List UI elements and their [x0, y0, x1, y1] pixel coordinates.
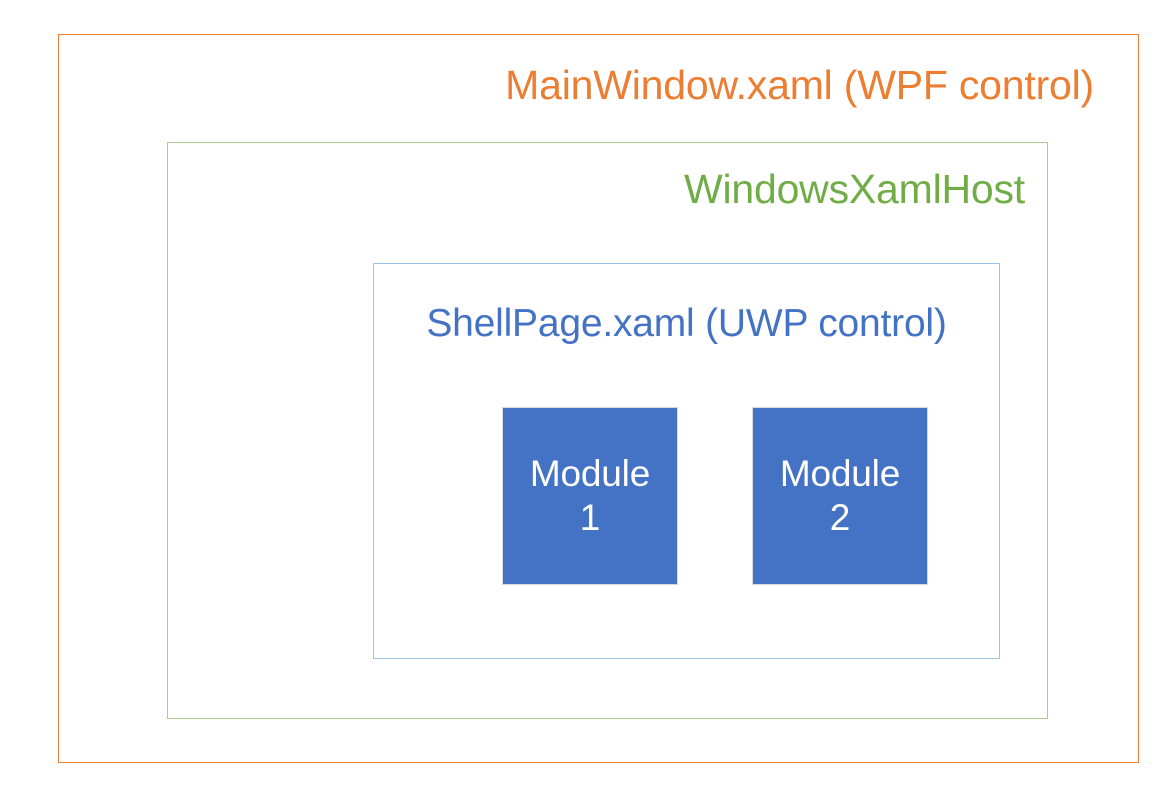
windowsxamlhost-container: WindowsXamlHost ShellPage.xaml (UWP cont…	[167, 142, 1048, 719]
module-1-name: Module	[529, 453, 651, 495]
wpf-mainwindow-label: MainWindow.xaml (WPF control)	[505, 62, 1094, 108]
module-box-1[interactable]: Module 1	[502, 407, 678, 585]
windowsxamlhost-label: WindowsXamlHost	[683, 166, 1025, 212]
module-1-number: 1	[579, 497, 601, 538]
wpf-mainwindow-container: MainWindow.xaml (WPF control) WindowsXam…	[58, 34, 1139, 763]
shellpage-label: ShellPage.xaml (UWP control)	[426, 302, 947, 345]
module-2-name: Module	[779, 453, 901, 495]
module-box-2[interactable]: Module 2	[752, 407, 928, 585]
module-2-number: 2	[829, 497, 851, 538]
shellpage-container: ShellPage.xaml (UWP control) Module 1 Mo…	[373, 263, 1000, 659]
